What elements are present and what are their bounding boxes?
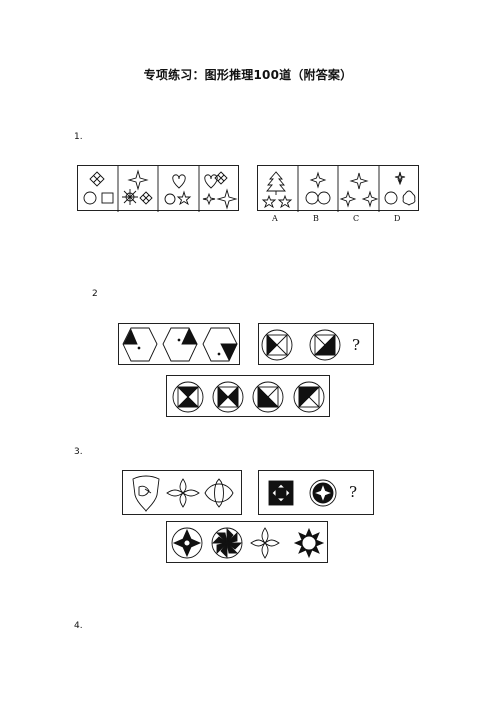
heart-icon bbox=[204, 174, 218, 189]
star-icon bbox=[277, 194, 293, 209]
question-3-options-panel bbox=[166, 521, 328, 563]
question-2-sequence-panel: ? bbox=[258, 323, 374, 365]
patterned-diamond-icon bbox=[139, 191, 153, 205]
four-point-star-icon bbox=[339, 190, 357, 208]
star-icon bbox=[176, 190, 192, 206]
question-1-option-labels: A B C D bbox=[257, 214, 419, 226]
question-2-stem-panel bbox=[118, 323, 240, 365]
circle-icon bbox=[309, 329, 341, 361]
question-3-stem-panel bbox=[122, 470, 242, 515]
heart-icon bbox=[172, 174, 186, 189]
crossed-lens-icon bbox=[204, 478, 234, 508]
option-d-label[interactable]: D bbox=[394, 214, 401, 223]
four-petal-icon bbox=[166, 478, 200, 508]
question-1-number: 1. bbox=[74, 132, 83, 142]
shield-icon bbox=[132, 475, 160, 513]
patterned-diamond-icon bbox=[214, 171, 228, 185]
question-2-options-panel bbox=[166, 375, 330, 417]
question-2-number: 2 bbox=[92, 289, 98, 299]
patterned-diamond-icon bbox=[89, 171, 105, 187]
tree-icon bbox=[266, 171, 286, 195]
four-point-star-icon bbox=[216, 188, 238, 210]
circle-icon bbox=[164, 193, 176, 205]
question-4-number: 4. bbox=[74, 621, 83, 631]
four-point-star-icon bbox=[309, 171, 327, 189]
question-3-option-figures bbox=[171, 527, 325, 559]
question-2-stem-figures bbox=[122, 327, 238, 362]
sun-icon bbox=[122, 189, 138, 205]
four-point-star-icon bbox=[361, 190, 379, 208]
circle-icon bbox=[261, 329, 293, 361]
option-c-label[interactable]: C bbox=[353, 214, 360, 223]
question-2-unknown-mark: ? bbox=[352, 336, 361, 354]
question-3-sequence-figures bbox=[268, 479, 337, 507]
option-a-label[interactable]: A bbox=[272, 214, 278, 223]
circle-icon bbox=[317, 191, 331, 205]
sparkle-icon bbox=[394, 171, 406, 186]
question-1-options-panel bbox=[257, 165, 419, 212]
hexagon-icon bbox=[162, 327, 198, 362]
page-title: 专项练习：图形推理100道（附答案） bbox=[143, 68, 353, 82]
square-icon bbox=[101, 192, 114, 204]
question-1-option-figures bbox=[261, 166, 416, 212]
option-b-label[interactable]: B bbox=[313, 214, 319, 223]
star-circle-icon bbox=[309, 479, 337, 507]
question-3-number: 3. bbox=[74, 447, 83, 457]
four-point-star-icon bbox=[127, 169, 149, 191]
question-3-sequence-panel: ? bbox=[258, 470, 374, 515]
question-2-option-figures bbox=[172, 381, 325, 413]
question-1-stem-figures bbox=[83, 166, 238, 212]
question-1-stem-panel bbox=[77, 165, 239, 212]
question-3-unknown-mark: ? bbox=[349, 483, 358, 501]
question-3-stem-figures bbox=[132, 475, 234, 513]
question-2-sequence-figures bbox=[261, 329, 341, 361]
hexagon-icon bbox=[122, 327, 158, 362]
star-icon bbox=[261, 194, 277, 209]
circle-icon bbox=[305, 191, 319, 205]
circle-icon bbox=[83, 191, 97, 205]
four-point-star-icon bbox=[202, 192, 216, 206]
scalloped-circle-icon bbox=[402, 190, 416, 206]
circle-icon bbox=[384, 191, 398, 205]
four-point-star-icon bbox=[349, 172, 369, 190]
